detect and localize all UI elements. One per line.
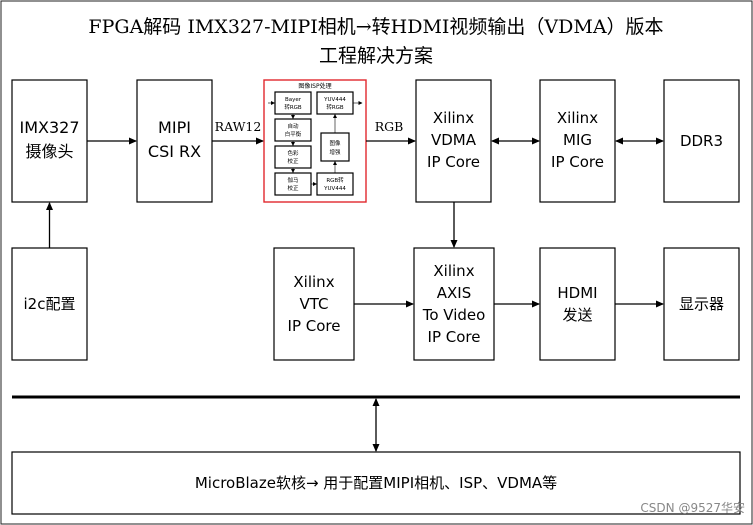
mipi-label-2: CSI RX <box>148 142 201 161</box>
axis-to-video-block: Xilinx AXIS To Video IP Core <box>413 247 495 361</box>
axis-label-1: Xilinx <box>433 262 474 280</box>
microblaze-block: MicroBlaze软核→ 用于配置MIPI相机、ISP、VDMA等 <box>11 451 741 515</box>
isp-yuv2rgb-l2: 转RGB <box>326 103 344 111</box>
isp-enhance-stage <box>320 132 350 162</box>
isp-gamma-l2: 校正 <box>287 184 299 192</box>
mig-block: Xilinx MIG IP Core <box>539 79 616 203</box>
hdmi-tx-block: HDMI 发送 <box>539 247 616 361</box>
isp-bayer-l2: 转RGB <box>284 103 302 111</box>
imx327-camera-block: IMX327 摄像头 <box>11 79 88 203</box>
ddr3-label: DDR3 <box>680 132 723 150</box>
isp-ccm-l2: 校正 <box>287 157 299 165</box>
isp-awb-l1: 自动 <box>287 122 299 130</box>
isp-block: 图像ISP处理 Bayer 转RGB 自动 白平衡 色彩 校正 伽马 校正 YU… <box>263 79 367 203</box>
mipi-label-1: MIPI <box>158 118 191 137</box>
title-line-2: 工程解决方案 <box>319 45 433 67</box>
vtc-label-2: VTC <box>299 295 328 313</box>
vdma-label-1: Xilinx <box>433 109 474 127</box>
isp-enhance-l1: 图像 <box>329 139 341 147</box>
axis-label-2: AXIS <box>437 284 471 302</box>
isp-title: 图像ISP处理 <box>298 82 331 90</box>
display-label: 显示器 <box>679 295 724 313</box>
isp-rgb2yuv-l2: YUV444 <box>323 186 346 192</box>
mipi-csi-rx-block: MIPI CSI RX <box>136 79 213 203</box>
vtc-label-1: Xilinx <box>293 273 334 291</box>
vtc-block: Xilinx VTC IP Core <box>273 247 355 361</box>
microblaze-label: MicroBlaze软核→ 用于配置MIPI相机、ISP、VDMA等 <box>195 474 557 492</box>
watermark: CSDN @9527华安 <box>640 500 745 515</box>
isp-gamma-l1: 伽马 <box>287 176 299 184</box>
axis-label-4: IP Core <box>428 328 481 346</box>
mig-label-3: IP Core <box>551 153 604 171</box>
axis-label-3: To Video <box>422 306 486 324</box>
isp-rgb2yuv-l1: RGB转 <box>326 176 344 184</box>
isp-enhance-l2: 增强 <box>329 148 341 156</box>
ddr3-block: DDR3 <box>663 79 740 203</box>
mig-label-2: MIG <box>563 131 592 149</box>
display-block: 显示器 <box>663 247 740 361</box>
isp-bayer-l1: Bayer <box>285 97 302 103</box>
vdma-label-2: VDMA <box>431 131 477 149</box>
vdma-label-3: IP Core <box>427 153 480 171</box>
i2c-label: i2c配置 <box>24 295 76 313</box>
hdmi-label-1: HDMI <box>557 284 597 302</box>
title-line-1: FPGA解码 IMX327-MIPI相机→转HDMI视频输出（VDMA）版本 <box>88 16 663 38</box>
edge-label-rgb: RGB <box>375 119 404 134</box>
edge-label-raw12: RAW12 <box>215 119 262 134</box>
isp-awb-l2: 白平衡 <box>285 130 302 138</box>
hdmi-label-2: 发送 <box>562 306 592 324</box>
i2c-config-block: i2c配置 <box>11 247 88 361</box>
isp-ccm-l1: 色彩 <box>287 149 299 157</box>
vtc-label-3: IP Core <box>288 317 341 335</box>
imx327-label-2: 摄像头 <box>25 142 73 161</box>
mig-label-1: Xilinx <box>557 109 598 127</box>
vdma-block: Xilinx VDMA IP Core <box>415 79 492 203</box>
imx327-label-1: IMX327 <box>19 118 79 137</box>
isp-yuv2rgb-l1: YUV444 <box>323 97 346 103</box>
